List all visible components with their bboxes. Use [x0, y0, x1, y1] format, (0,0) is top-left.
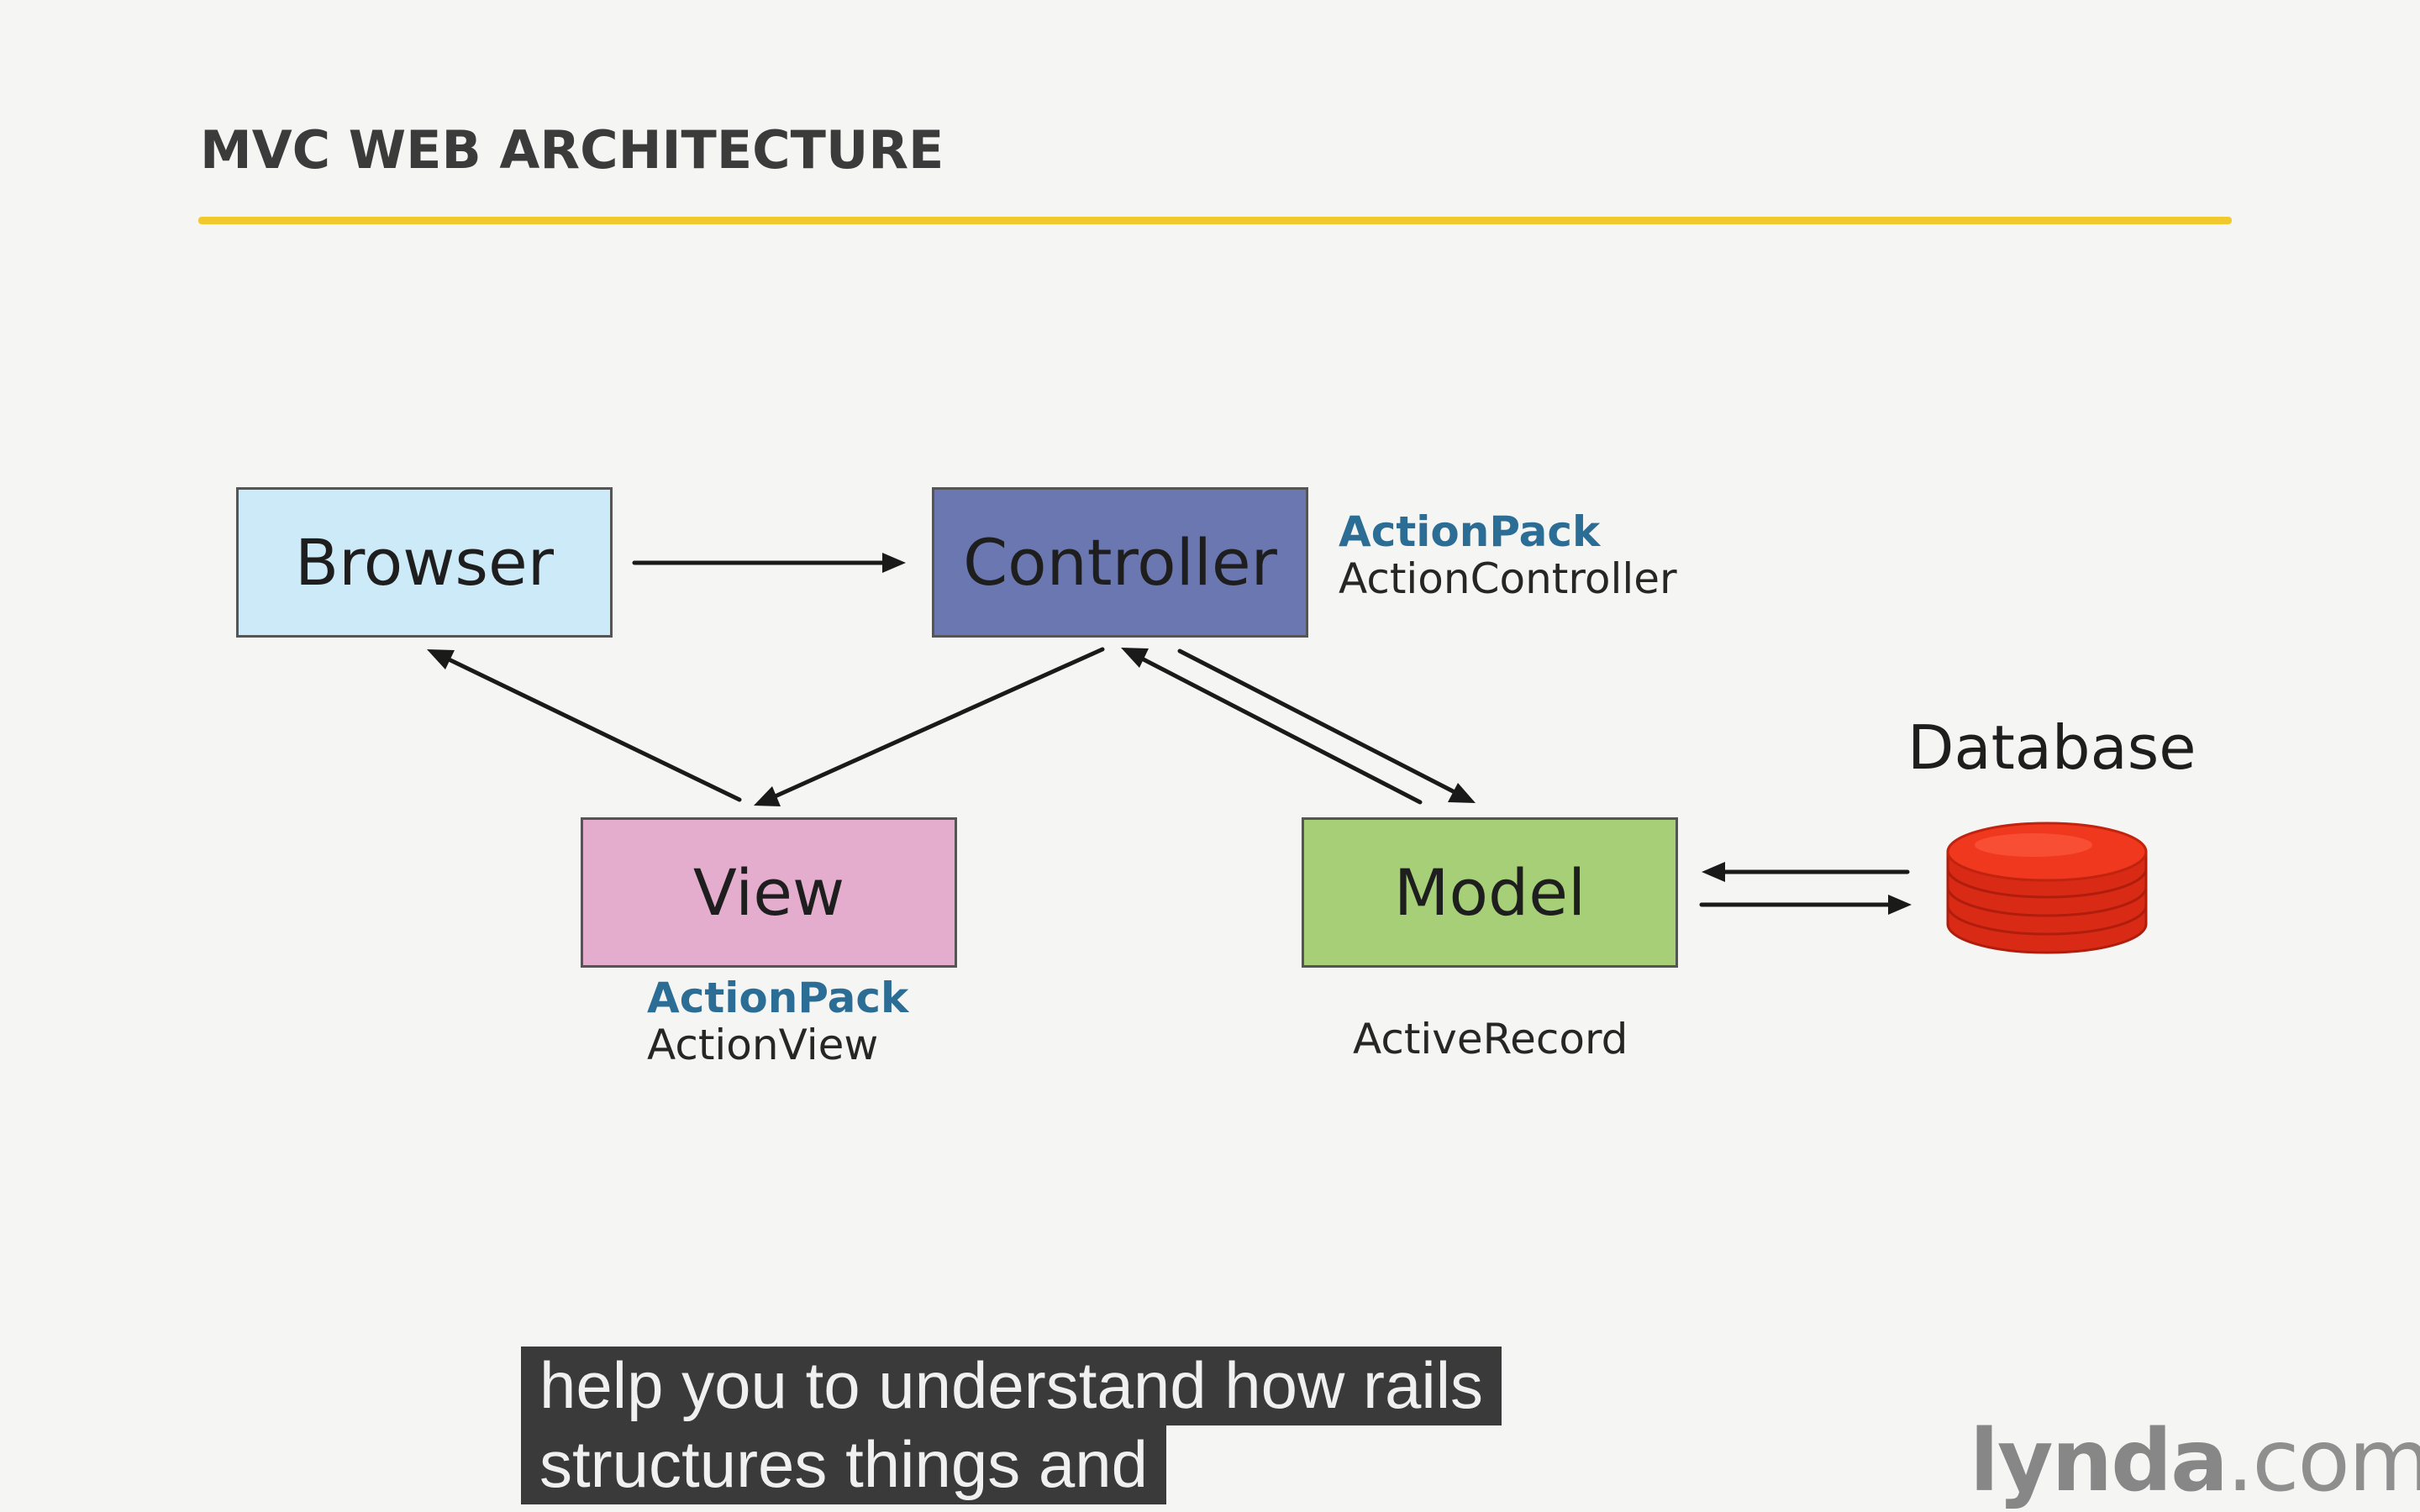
arrow-controller-to-model	[1177, 648, 1460, 796]
controller-class-label: ActionController	[1339, 554, 1677, 603]
controller-node-label: Controller	[963, 525, 1277, 600]
arrowhead-model-to-controller	[1121, 648, 1149, 668]
slide-title: MVC WEB ARCHITECTURE	[200, 119, 944, 181]
arrowhead-view-to-browser	[427, 649, 455, 669]
controller-pack-label: ActionPack	[1339, 507, 1601, 556]
model-node: Model	[1302, 817, 1678, 968]
controller-node: Controller	[932, 487, 1308, 638]
caption-line-1: help you to understand how rails	[521, 1347, 1502, 1425]
database-label: Database	[1907, 712, 2196, 783]
view-node: View	[581, 817, 957, 968]
database-icon	[1946, 822, 2148, 954]
arrow-controller-to-view	[769, 647, 1105, 801]
view-pack-label: ActionPack	[647, 974, 909, 1022]
view-node-label: View	[692, 855, 845, 930]
browser-node-label: Browser	[295, 525, 554, 600]
title-underline	[198, 217, 2232, 224]
arrowhead-browser-to-controller	[882, 553, 906, 573]
model-class-label: ActiveRecord	[1353, 1015, 1628, 1063]
controller-annotation: ActionPack ActionController	[1339, 511, 1677, 600]
caption-line-2: structures things and	[521, 1425, 1167, 1504]
logo-suffix: .com	[2226, 1411, 2420, 1511]
model-node-label: Model	[1393, 855, 1586, 930]
arrowhead-controller-to-view	[754, 786, 781, 806]
logo-brand: lynda	[1970, 1411, 2228, 1511]
arrow-view-to-browser	[443, 655, 742, 802]
view-class-label: ActionView	[647, 1021, 879, 1069]
arrow-model-to-controller	[1136, 654, 1423, 805]
browser-node: Browser	[236, 487, 613, 638]
view-annotation: ActionPack ActionView	[647, 977, 908, 1066]
arrowhead-database-to-model	[1702, 862, 1725, 882]
arrowhead-model-to-database	[1888, 895, 1912, 915]
lynda-logo: lynda.com	[1970, 1411, 2420, 1511]
arrowhead-controller-to-model	[1448, 783, 1476, 803]
